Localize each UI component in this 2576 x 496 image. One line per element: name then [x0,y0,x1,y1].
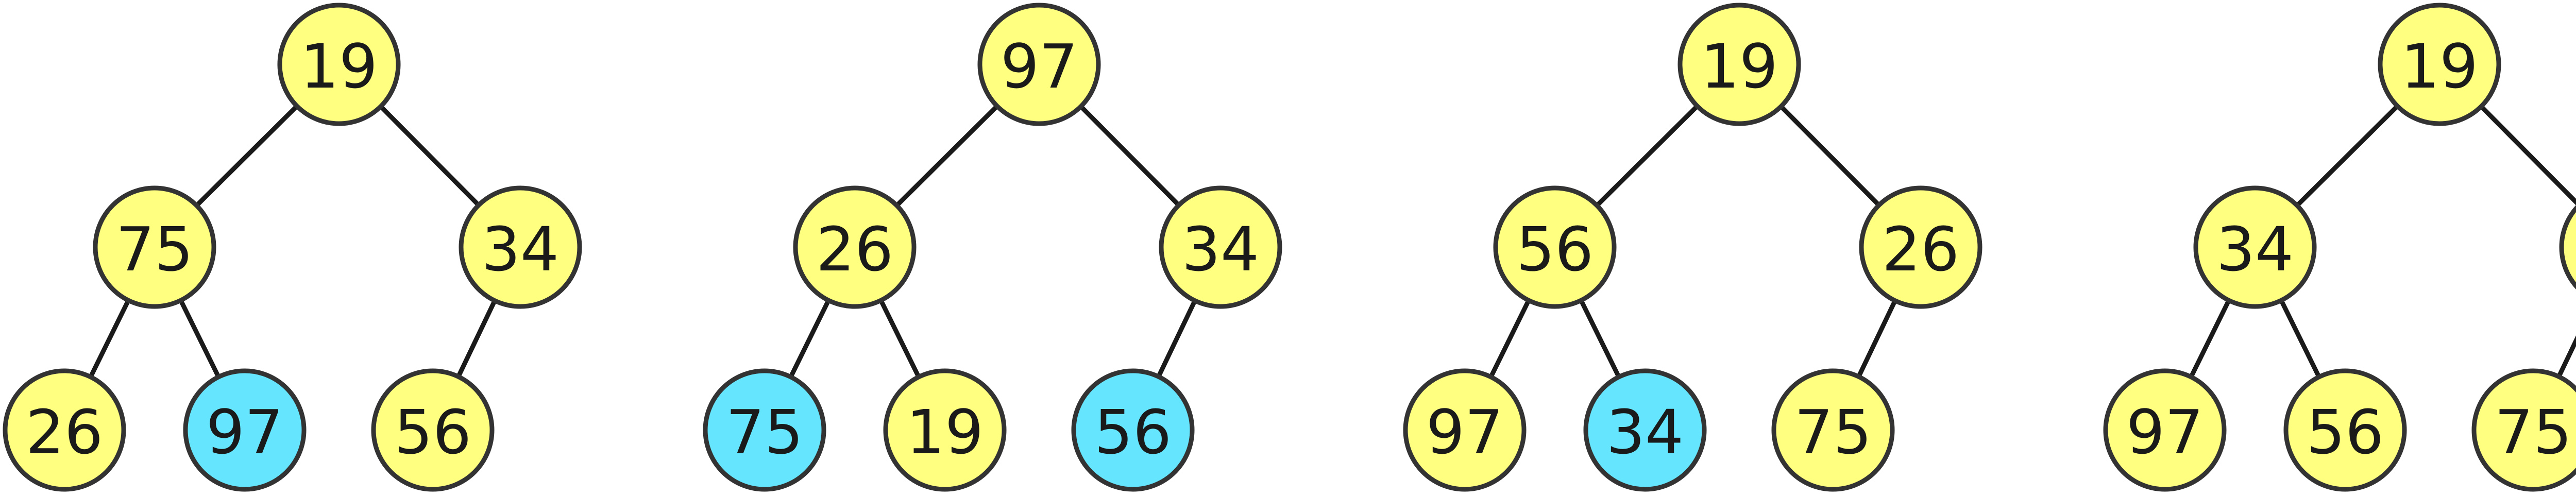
tree-node: 34 [459,185,582,309]
heap-tree-3: 19 56 26 97 34 75 [1403,3,1982,492]
heap-tree-4: 19 34 26 97 56 75 [2103,3,2576,492]
node-circle [2559,205,2576,289]
node-label: 19 [1701,31,1778,102]
tree-node: 56 [2283,368,2407,492]
tree-node-highlighted: 75 [703,368,826,492]
tree-node: 34 [2193,185,2317,309]
tree-node: 75 [2471,368,2576,492]
node-label: 34 [1606,397,1684,468]
node-label: 56 [2307,397,2384,468]
tree-node: 34 [1159,185,1282,309]
node-circle [977,3,1101,126]
tree-node: 26 [2559,205,2576,289]
tree-node: 56 [1493,185,1617,309]
node-circle [2283,368,2407,492]
node-label: 75 [2495,397,2572,468]
node-circle [1071,368,1195,492]
node-circle [3,368,126,492]
tree-node-highlighted: 34 [1583,368,1707,492]
node-circle [277,3,401,126]
tree-node: 75 [1771,368,1895,492]
node-circle [1403,368,1527,492]
node-circle [703,368,826,492]
node-label: 75 [726,397,803,468]
node-label: 19 [906,397,984,468]
heap-tree-1: 19 75 34 26 97 56 [3,3,582,492]
node-label: 26 [1882,214,1959,285]
node-circle [459,185,582,309]
node-label: 97 [1001,31,1078,102]
tree-node: 19 [883,368,1007,492]
node-circle [183,368,307,492]
node-label: 19 [300,31,378,102]
tree-node: 19 [1677,3,1801,126]
node-label: 19 [2401,31,2478,102]
node-label: 56 [1516,214,1594,285]
node-label: 34 [1182,214,1259,285]
node-label: 97 [206,397,283,468]
node-circle [1159,185,1282,309]
node-label: 75 [1794,397,1872,468]
tree-node: 97 [2103,368,2227,492]
node-circle [793,185,917,309]
tree-node-highlighted: 56 [1071,368,1195,492]
tree-node: 97 [1403,368,1527,492]
node-circle [2378,3,2501,126]
node-circle [883,368,1007,492]
node-label: 34 [2216,214,2294,285]
tree-node: 19 [2378,3,2501,126]
node-circle [2471,368,2576,492]
node-label: 56 [394,397,471,468]
tree-node: 75 [93,185,216,309]
node-circle [93,185,216,309]
node-label: 97 [2126,397,2204,468]
node-circle [1583,368,1707,492]
node-circle [2103,368,2227,492]
node-label: 34 [482,214,559,285]
node-label: 56 [1094,397,1172,468]
node-circle [1771,368,1895,492]
node-label: 26 [816,214,893,285]
tree-node: 26 [793,185,917,309]
node-label: 97 [1426,397,1503,468]
node-circle [371,368,495,492]
heap-tree-2: 97 26 34 75 19 56 [703,3,1282,492]
node-circle [1677,3,1801,126]
node-label: 75 [116,214,193,285]
tree-node: 56 [371,368,495,492]
node-circle [2193,185,2317,309]
tree-node: 26 [1859,185,1982,309]
node-label: 26 [26,397,103,468]
tree-node: 97 [977,3,1101,126]
tree-node: 26 [3,368,126,492]
node-circle [1859,185,1982,309]
tree-node-highlighted: 97 [183,368,307,492]
tree-node: 19 [277,3,401,126]
node-circle [1493,185,1617,309]
